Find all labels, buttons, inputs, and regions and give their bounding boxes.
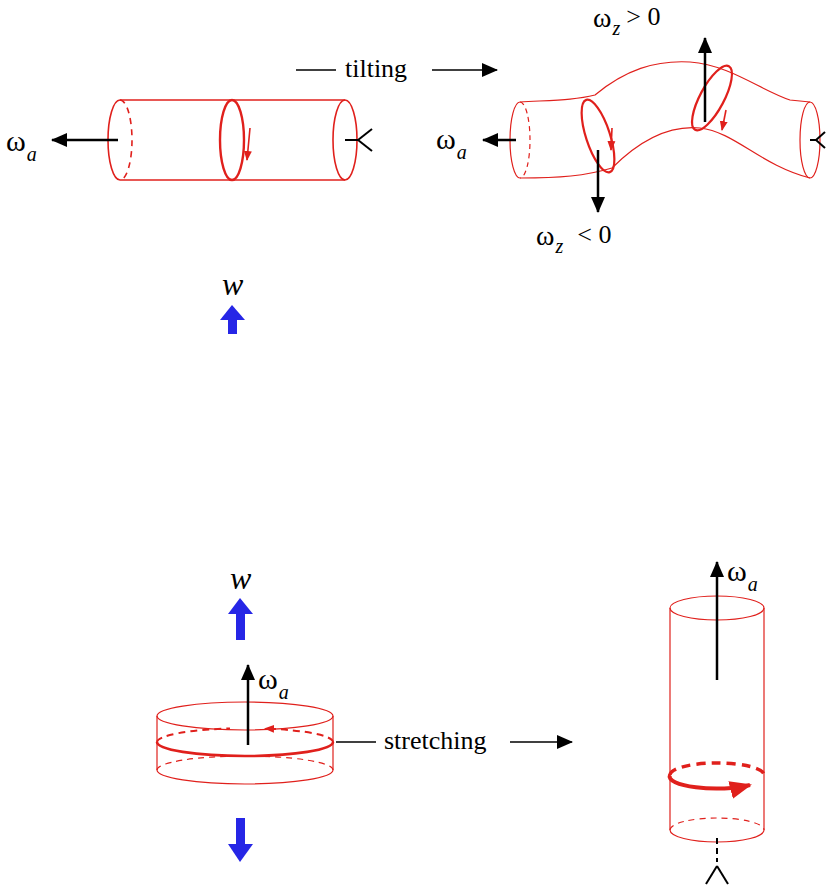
- straight-vortex-tube: [108, 100, 357, 180]
- vorticity-arrow: [483, 139, 516, 142]
- vorticity-symbol: ω: [436, 124, 456, 154]
- subscript: z: [555, 236, 563, 256]
- process-arrow: [296, 69, 336, 71]
- vorticity-arrow: [247, 665, 250, 745]
- sign-label: < 0: [577, 222, 611, 248]
- tilted-vortex-tube: [510, 61, 820, 178]
- vorticity-arrow: [704, 38, 707, 122]
- process-arrow: [336, 741, 376, 743]
- process-label: stretching: [384, 728, 487, 754]
- vorticity-symbol: ω: [6, 126, 26, 156]
- velocity-label: w: [222, 268, 243, 300]
- subscript: a: [27, 144, 37, 164]
- vorticity-symbol: ω: [258, 664, 278, 694]
- vorticity-arrow: [716, 562, 719, 680]
- vertical-velocity-arrow: [220, 305, 245, 334]
- velocity-label: w: [230, 562, 251, 594]
- vertical-velocity-arrow: [228, 598, 253, 862]
- vorticity-symbol: ω: [593, 4, 611, 32]
- vorticity-symbol: ω: [727, 556, 747, 586]
- vorticity-arrow: [597, 150, 600, 212]
- vorticity-symbol: ω: [536, 222, 554, 250]
- process-arrow: [510, 741, 572, 743]
- flat-vortex-disk: [157, 702, 333, 784]
- process-label: tilting: [345, 56, 407, 82]
- tail-symbol: [810, 132, 825, 148]
- tail-symbol: [345, 129, 372, 151]
- subscript: a: [457, 142, 467, 162]
- vorticity-arrow: [52, 139, 118, 142]
- tail-symbol: [706, 838, 728, 884]
- subscript: a: [748, 574, 758, 594]
- subscript: a: [279, 682, 289, 702]
- sign-label: > 0: [626, 4, 660, 30]
- subscript: z: [612, 18, 620, 38]
- process-arrow: [432, 69, 497, 71]
